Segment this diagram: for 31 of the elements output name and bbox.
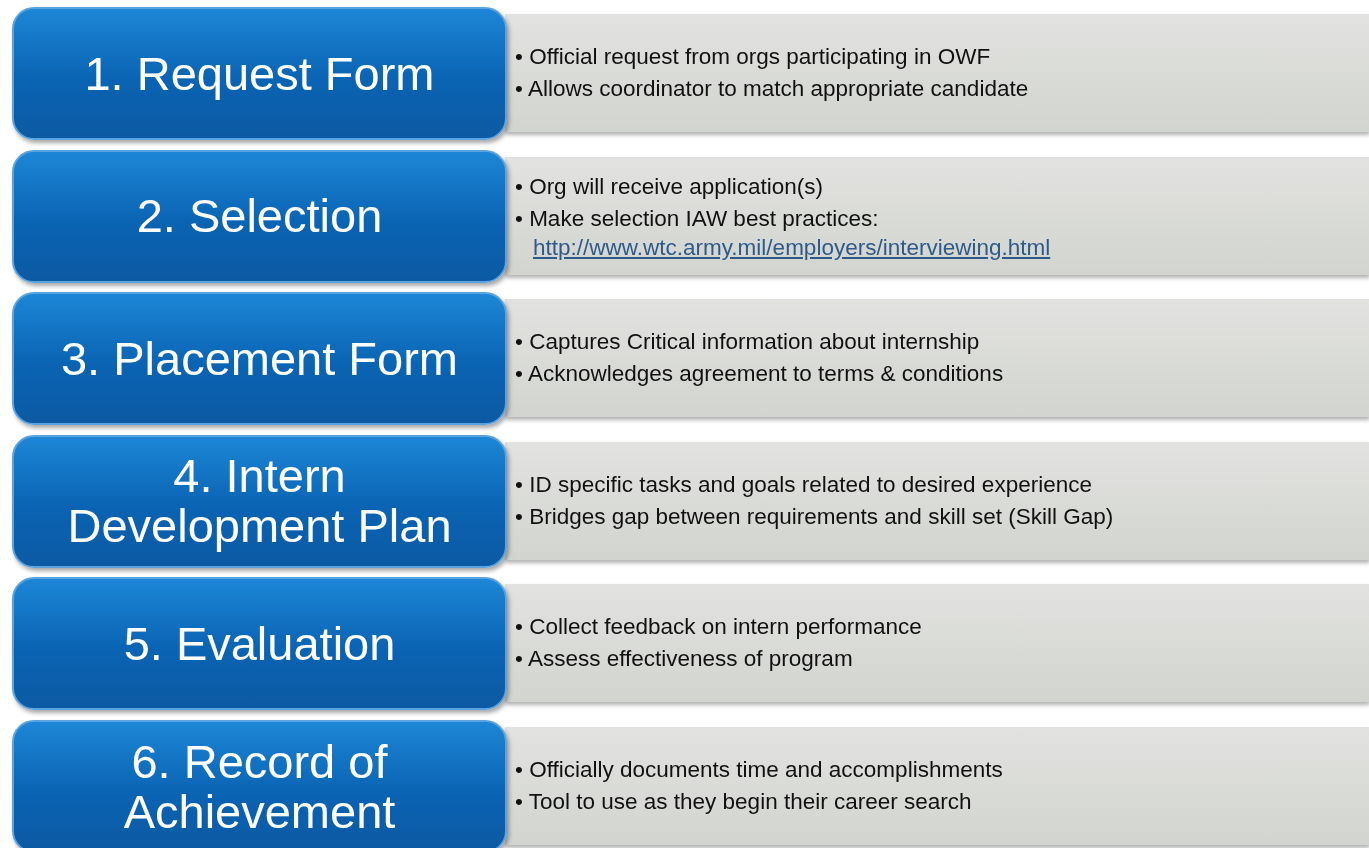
bullet-item: • Captures Critical information about internship [515,328,980,357]
bullet-item: • Assess effectiveness of program [515,645,853,674]
description-panel [505,156,1369,275]
bullet-item: • Officially documents time and accomplishments [515,756,1003,784]
step-box [12,149,507,283]
description-panel [505,584,1369,703]
bullet-item: • Allows coordinator to match appropriate candidate [515,75,1029,103]
description-panel [505,727,1369,845]
bullet-item: • Tool to use as they begin their career search [515,788,972,816]
step-box [12,577,507,711]
step-title: 2. Selection [135,191,384,242]
step-title: 6. Record of Achievement [122,736,397,837]
step-box [12,7,507,140]
bullet-item: • Bridges gap between requirements and skill set (Skill Gap) [515,502,1114,531]
bullet-item: • Make selection IAW best practices: [515,204,879,233]
bullet-item: • Collect feedback on intern performance [515,613,922,642]
step-title: 3. Placement Form [60,333,459,384]
step-title: 5. Evaluation [122,618,397,669]
bullet-item: • Org will receive application(s) [515,172,823,201]
step-title: 1. Request Form [83,48,436,99]
bullet-item: • Official request from orgs participating in OWF [515,43,991,71]
step-box [12,292,507,426]
bullet-item: • ID specific tasks and goals related to desired experience [515,470,1092,499]
step-box [12,720,507,848]
description-panel [505,299,1369,418]
step-box [12,434,507,568]
description-panel [505,441,1369,560]
link: http://www.wtc.army.mil/employers/interviewing.html [533,234,1051,260]
bullet-item: • Acknowledges agreement to terms & conditions [515,360,1004,389]
step-title: 4. Intern Development Plan [66,451,453,552]
description-panel [505,14,1369,132]
